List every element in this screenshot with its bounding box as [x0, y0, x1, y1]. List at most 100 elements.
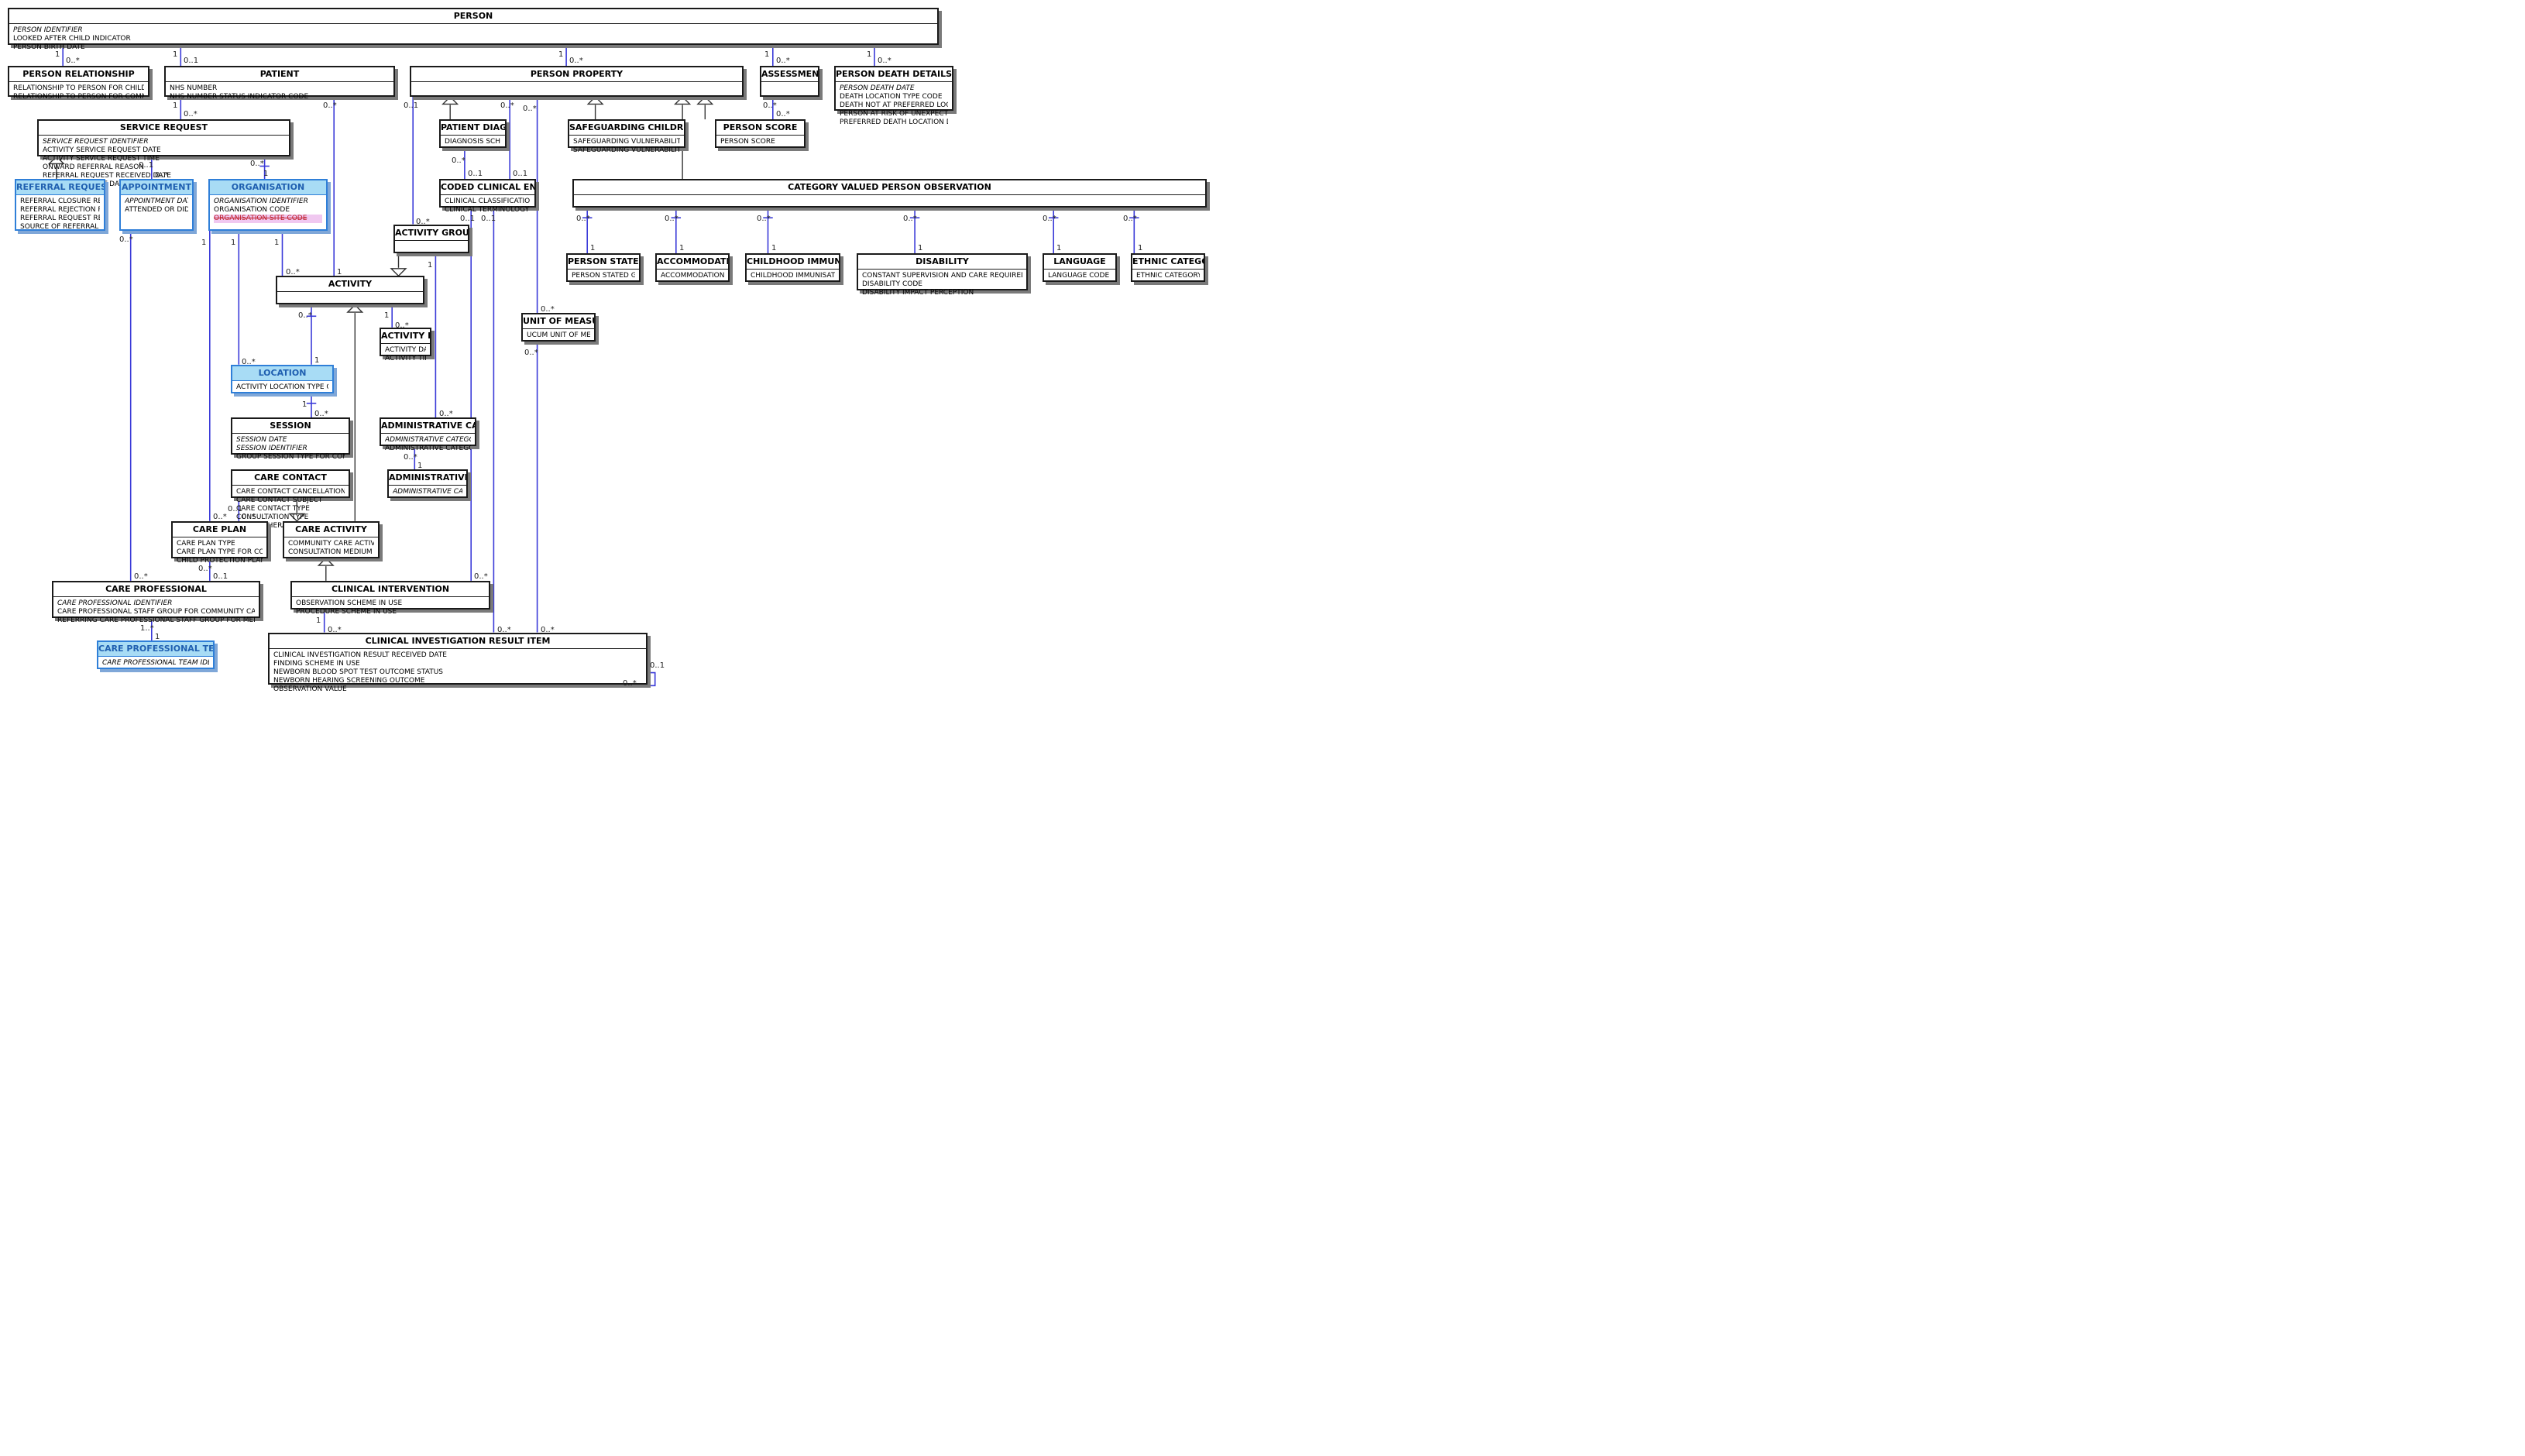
entity-attribute: SERVICE REQUEST IDENTIFIER	[43, 138, 149, 146]
entity-title: ETHNIC CATEGORY	[1132, 255, 1204, 270]
entity-accommodation[interactable]: ACCOMMODATIONACCOMMODATION STATUS CODE	[655, 253, 730, 282]
entity-attributes: ACTIVITY LOCATION TYPE CODE	[232, 381, 332, 394]
entity-category-valued[interactable]: CATEGORY VALUED PERSON OBSERVATION	[572, 179, 1207, 208]
entity-title: ASSESSMENT TOOL	[761, 67, 818, 82]
multiplicity-label: 1..*	[140, 624, 154, 633]
multiplicity-label: 1	[173, 101, 178, 110]
multiplicity-label: 0..*	[523, 105, 537, 113]
multiplicity-label: 0..*	[298, 311, 312, 320]
entity-activity[interactable]: ACTIVITY	[276, 276, 424, 304]
multiplicity-label: 0..*	[184, 110, 198, 118]
multiplicity-label: 1	[55, 50, 60, 59]
entity-person-stated-gender[interactable]: PERSON STATED GENDERPERSON STATED GENDER…	[566, 253, 641, 282]
entity-title: ADMINISTRATIVE CATEGORY	[389, 471, 466, 486]
multiplicity-label: 1	[417, 462, 423, 470]
multiplicity-label: 0..*	[1123, 215, 1137, 223]
multiplicity-label: 1	[314, 356, 320, 365]
entity-attribute: CARE PLAN TYPE FOR COMMUNITY CARE	[177, 548, 263, 556]
multiplicity-label: 1	[337, 268, 342, 276]
entity-title: ACTIVITY GROUP	[395, 226, 468, 241]
entity-coded-clinical-entry[interactable]: CODED CLINICAL ENTRYCLINICAL CLASSIFICAT…	[439, 179, 536, 214]
entity-attribute: CARE CONTACT CANCELLATION REASON	[236, 488, 345, 496]
multiplicity-label: 0..*	[474, 572, 488, 581]
multiplicity-label: 0..1	[460, 215, 476, 223]
multiplicity-label: 1	[155, 633, 160, 641]
multiplicity-label: 1	[1056, 244, 1062, 252]
entity-attributes: DIAGNOSIS SCHEME IN USE	[441, 136, 505, 149]
entity-patient-diagnosis[interactable]: PATIENT DIAGNOSISDIAGNOSIS SCHEME IN USE	[439, 119, 507, 148]
multiplicity-label: 0..*	[119, 235, 133, 244]
entity-attribute: NEWBORN HEARING SCREENING OUTCOME	[273, 677, 425, 685]
multiplicity-label: 0..*	[250, 160, 264, 168]
entity-attribute: ACTIVITY TIME	[385, 355, 426, 362]
entity-attribute: NHS NUMBER	[170, 84, 218, 92]
entity-attribute: CARE PROFESSIONAL IDENTIFIER	[57, 599, 173, 607]
entity-care-professional-team[interactable]: CARE PROFESSIONAL TEAMCARE PROFESSIONAL …	[97, 640, 215, 669]
entity-childhood-immunisation[interactable]: CHILDHOOD IMMUNISATION STATUSCHILDHOOD I…	[745, 253, 840, 282]
multiplicity-label: 0..*	[213, 513, 227, 521]
entity-attributes	[574, 195, 1205, 200]
multiplicity-label: 0..*	[1043, 215, 1056, 223]
entity-title: REFERRAL REQUEST	[16, 180, 104, 195]
entity-attribute: CARE PROFESSIONAL TEAM IDENTIFIER	[102, 659, 209, 667]
entity-assessment-tool[interactable]: ASSESSMENT TOOL	[760, 66, 819, 97]
entity-attributes	[761, 82, 818, 87]
entity-attribute: SAFEGUARDING VULNERABILITY FACTORS TYPE	[573, 146, 680, 154]
entity-attribute: ORGANISATION IDENTIFIER	[214, 197, 308, 205]
entity-attribute: PERSON DEATH DATE	[840, 84, 915, 92]
entity-title: PERSON RELATIONSHIP	[9, 67, 148, 82]
entity-admin-category-period[interactable]: ADMINISTRATIVE CATEGORY PERIODADMINISTRA…	[380, 417, 476, 452]
multiplicity-label: 0..*	[541, 305, 555, 314]
entity-safeguarding[interactable]: SAFEGUARDING CHILDREN OBSERVATIONSAFEGUA…	[568, 119, 685, 154]
entity-attribute: REFERRAL REQUEST RECEIVED DATE	[43, 172, 171, 180]
multiplicity-label: 0..*	[757, 215, 771, 223]
entity-activity-date-time[interactable]: ACTIVITY DATE TIMEACTIVITY DATEACTIVITY …	[380, 328, 431, 362]
entity-title: LANGUAGE	[1044, 255, 1115, 270]
entity-unit-of-measurement[interactable]: UNIT OF MEASUREMENTUCUM UNIT OF MEASUREM…	[521, 313, 596, 342]
entity-attribute: ETHNIC CATEGORY CODE 2001	[1136, 272, 1200, 280]
entity-ethnic-category[interactable]: ETHNIC CATEGORY ETHNIC CATEGORY CODE 2001	[1131, 253, 1205, 282]
multiplicity-label: 1	[1138, 244, 1143, 252]
entity-title: UNIT OF MEASUREMENT	[523, 314, 594, 329]
entity-title: SERVICE REQUEST	[39, 121, 289, 136]
entity-attribute: ACTIVITY SERVICE REQUEST DATE	[43, 146, 161, 154]
multiplicity-label: 0..*	[323, 101, 337, 110]
entity-attribute: ATTENDED OR DID NOT ATTEND	[125, 206, 188, 214]
entity-person-property[interactable]: PERSON PROPERTY	[410, 66, 744, 97]
multiplicity-label: 1	[918, 244, 923, 252]
entity-attribute: PERSON BIRTH DATE	[13, 43, 85, 51]
entity-attributes: CARE PROFESSIONAL TEAM IDENTIFIER	[98, 657, 213, 670]
entity-attributes: PERSON STATED GENDER CODE	[568, 270, 639, 283]
entity-title: ACTIVITY DATE TIME	[381, 329, 430, 344]
multiplicity-label: 1	[201, 239, 207, 247]
multiplicity-label: 1	[384, 311, 390, 320]
entity-attributes: CHILDHOOD IMMUNISATION TYPE	[747, 270, 839, 283]
entity-activity-group[interactable]: ACTIVITY GROUP	[393, 225, 469, 253]
entity-attribute: DEATH NOT AT PREFERRED LOCATION REASON	[840, 101, 948, 109]
entity-attribute: REFERRING CARE PROFESSIONAL STAFF GROUP …	[57, 616, 255, 624]
entity-admin-category[interactable]: ADMINISTRATIVE CATEGORYADMINISTRATIVE CA…	[387, 469, 468, 498]
entity-service-request[interactable]: SERVICE REQUEST SERVICE REQUEST IDENTIFIE…	[37, 119, 290, 188]
